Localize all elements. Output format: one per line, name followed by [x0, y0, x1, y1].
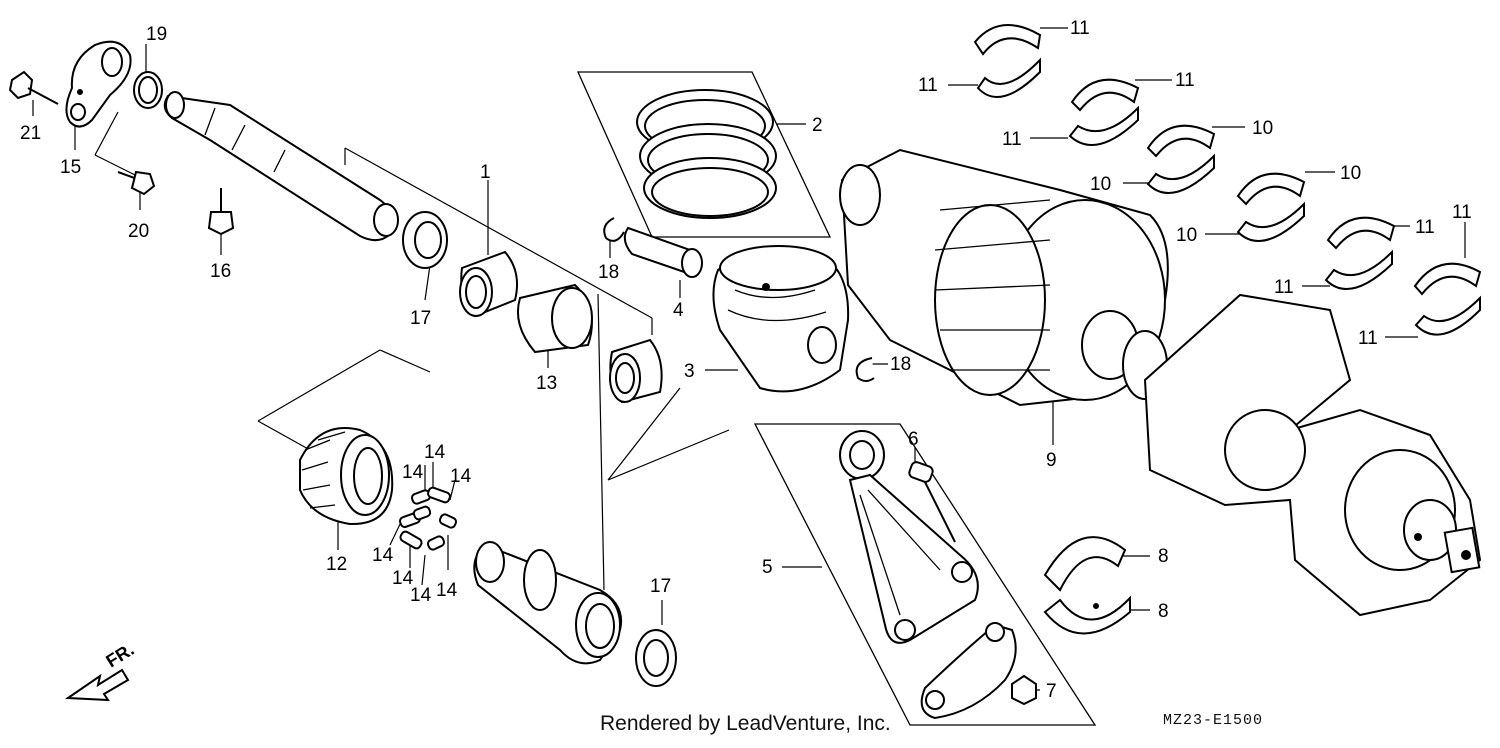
callout-1: 1 — [480, 162, 491, 183]
balancer-shaft — [163, 91, 399, 242]
callout-4: 4 — [673, 300, 684, 321]
callout-14b: 14 — [402, 462, 424, 483]
callout-14d: 14 — [372, 545, 394, 566]
leader-lines — [32, 27, 1466, 726]
callout-8a: 8 — [1158, 546, 1169, 567]
callout-3: 3 — [684, 361, 695, 382]
part-21-bolt — [8, 70, 59, 105]
callout-17a: 17 — [410, 308, 431, 329]
part-20-bolt — [117, 170, 156, 196]
callout-14f: 14 — [410, 585, 432, 606]
part-17-washer-lower — [635, 629, 677, 687]
callout-11h: 11 — [1358, 328, 1378, 349]
callout-17b: 17 — [650, 576, 671, 597]
callout-11f: 11 — [1274, 277, 1294, 298]
callout-10b: 10 — [1090, 174, 1111, 195]
crankshaft — [1143, 293, 1482, 617]
part-7-nut — [1011, 674, 1037, 706]
callout-11c: 11 — [1175, 70, 1195, 91]
callout-11a: 11 — [1070, 18, 1090, 39]
callout-numbers: 1 2 3 4 5 6 7 8 8 9 10 10 10 10 10 11 11… — [20, 18, 1472, 702]
part-18-clip-right — [855, 357, 875, 382]
part-19-washer — [133, 71, 163, 109]
footer-credit: Rendered by LeadVenture, Inc. — [600, 712, 891, 735]
callout-19: 19 — [146, 24, 167, 45]
callout-11d: 11 — [1002, 129, 1022, 150]
callout-14e: 14 — [392, 568, 414, 589]
part-2-piston-rings — [636, 89, 777, 219]
callout-12: 12 — [326, 554, 347, 575]
front-direction-label: FR. — [102, 639, 137, 671]
part-13-collar — [516, 283, 593, 354]
diagram-code: MZ23-E1500 — [1163, 712, 1264, 729]
part-14-needle-rollers — [399, 486, 458, 551]
callout-7: 7 — [1046, 681, 1057, 702]
callout-14g: 14 — [436, 580, 458, 601]
bearing-shells — [973, 24, 1482, 635]
part-6-bolt — [908, 461, 956, 543]
part-12-gear — [299, 427, 394, 526]
callout-10a: 10 — [1252, 118, 1273, 139]
conrod-cap — [920, 622, 1017, 720]
callout-20: 20 — [128, 221, 149, 242]
callout-11b: 11 — [918, 75, 938, 96]
callout-15: 15 — [60, 157, 81, 178]
callout-18a: 18 — [598, 262, 619, 283]
callout-14c: 14 — [450, 466, 472, 487]
callout-21: 21 — [20, 123, 41, 144]
callout-8b: 8 — [1158, 601, 1169, 622]
callout-10d: 10 — [1340, 163, 1361, 184]
part-15-arm — [65, 40, 132, 128]
callout-16: 16 — [210, 261, 231, 282]
part-17-oil-seal — [402, 211, 448, 269]
callout-14a: 14 — [424, 442, 446, 463]
part-5-connecting-rod — [839, 430, 979, 644]
callout-11g: 11 — [1452, 202, 1472, 223]
callout-6: 6 — [908, 429, 919, 450]
needle-bearing-small — [609, 338, 663, 404]
callout-9: 9 — [1046, 450, 1057, 471]
callout-5: 5 — [762, 557, 773, 578]
part-16-bolt — [207, 188, 235, 236]
part-18-clip — [603, 217, 625, 242]
callout-2: 2 — [812, 115, 823, 136]
part-1-needle-bearing — [459, 250, 518, 318]
gear-shaft — [473, 541, 622, 665]
front-direction-arrow-icon: FR. — [64, 639, 138, 702]
callout-11e: 11 — [1415, 217, 1435, 238]
callout-13: 13 — [536, 373, 557, 394]
part-4-piston-pin — [623, 226, 703, 278]
part-3-piston — [712, 245, 850, 393]
callout-10e: 10 — [1176, 225, 1197, 246]
part-9-crank-gear — [839, 148, 1169, 407]
callout-18b: 18 — [890, 354, 911, 375]
